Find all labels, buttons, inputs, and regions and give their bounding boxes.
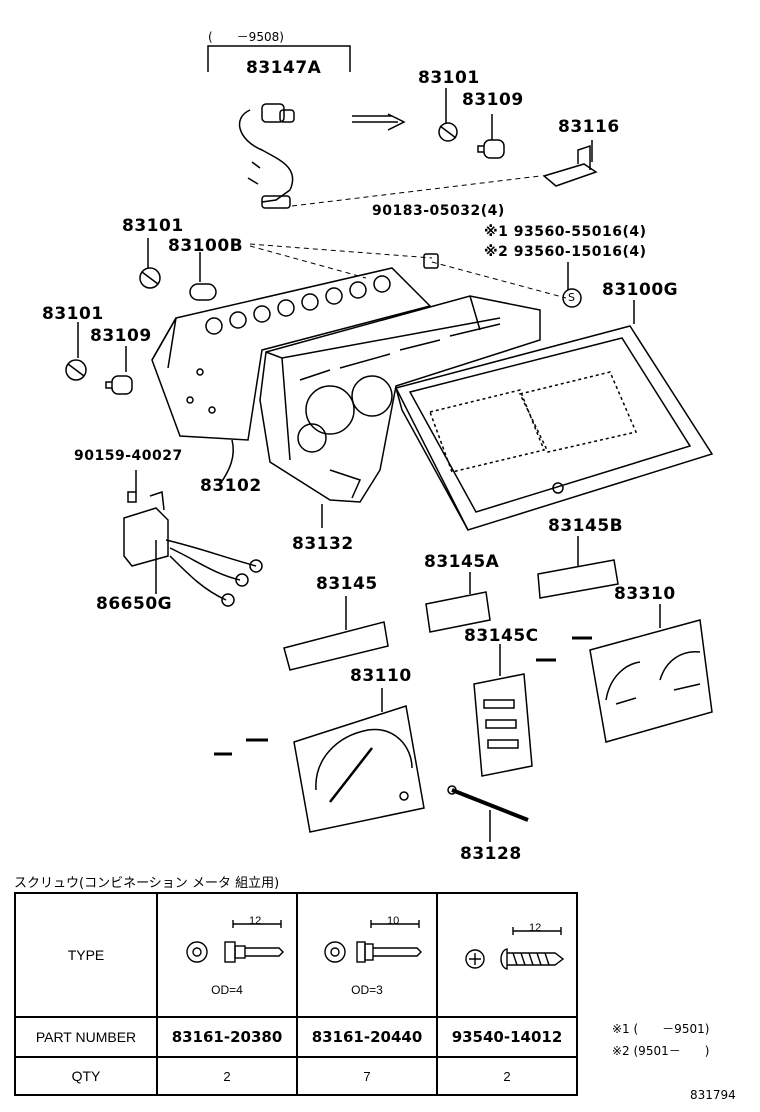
s-circle xyxy=(562,288,582,308)
qty-cell-3: 2 xyxy=(436,1056,578,1096)
part-label-83147A[interactable]: 83147A xyxy=(246,58,322,78)
bolt-90183 xyxy=(423,253,439,269)
plate-83145 xyxy=(283,621,389,671)
range-label-83147A: ( －9508) xyxy=(208,30,284,44)
qty-cell-2: 7 xyxy=(296,1056,438,1096)
plate-83145C xyxy=(473,673,533,777)
type-cell-2: 10 OD=3 xyxy=(296,892,438,1018)
part-label-83100G[interactable]: 83100G xyxy=(602,280,679,300)
type-header: TYPE xyxy=(14,892,158,1018)
socket-83101-left xyxy=(65,359,87,381)
screw-type-3-icon: 12 xyxy=(465,922,565,970)
bulb-83109-top xyxy=(477,139,505,159)
buzzer-86650G xyxy=(123,490,263,607)
plate-83145A xyxy=(425,591,491,633)
screw-table: TYPE 12 OD=4 10 xyxy=(14,892,578,1096)
part-label-90159[interactable]: 90159-40027 xyxy=(74,448,183,464)
glass-83100G xyxy=(394,325,714,531)
part-label-83145A[interactable]: 83145A xyxy=(424,552,500,572)
part-number-header: PART NUMBER xyxy=(14,1016,158,1058)
wire-harness-83147A xyxy=(238,103,295,209)
screw-90159 xyxy=(127,491,137,503)
gauge-83310 xyxy=(589,619,713,743)
part-label-83145C[interactable]: 83145C xyxy=(464,626,539,646)
socket-83101-top xyxy=(438,122,458,142)
part-label-83145B[interactable]: 83145B xyxy=(548,516,624,536)
od-label-2: OD=3 xyxy=(351,982,383,997)
part-label-83101-top[interactable]: 83101 xyxy=(418,68,480,88)
socket-83101-mid xyxy=(139,267,161,289)
part-label-83101-mid[interactable]: 83101 xyxy=(122,216,184,236)
part-number-cell-1[interactable]: 83161-20380 xyxy=(156,1016,298,1058)
screw-type-2-icon: 10 xyxy=(324,915,422,963)
bracket-83116 xyxy=(542,144,598,187)
type-cell-1: 12 OD=4 xyxy=(156,892,298,1018)
note-1: ※1 ( －9501) xyxy=(612,1022,710,1036)
direction-arrow xyxy=(352,113,406,131)
length-label-1: 12 xyxy=(249,915,261,927)
part-label-83101-left[interactable]: 83101 xyxy=(42,304,104,324)
note-2: ※2 (9501－ ) xyxy=(612,1044,710,1058)
bulb-83100B xyxy=(189,283,217,301)
part-label-83145[interactable]: 83145 xyxy=(316,574,378,594)
type-cell-3: 12 xyxy=(436,892,578,1018)
range-bracket xyxy=(207,45,351,72)
part-label-83310[interactable]: 83310 xyxy=(614,584,676,604)
bulb-83109-left xyxy=(105,375,133,395)
part-label-83100B[interactable]: 83100B xyxy=(168,236,244,256)
printed-circuit-83102 xyxy=(151,267,432,441)
screw-table-caption: スクリュウ(コンビネーション メータ 組立用) xyxy=(14,876,280,891)
part-label-93560-55016[interactable]: ※1 93560-55016(4) xyxy=(484,224,647,240)
part-number-cell-3[interactable]: 93540-14012 xyxy=(436,1016,578,1058)
part-label-86650G[interactable]: 86650G xyxy=(96,594,173,614)
length-label-2: 10 xyxy=(387,915,399,927)
part-label-83116[interactable]: 83116 xyxy=(558,117,620,137)
od-label-1: OD=4 xyxy=(211,982,243,997)
part-label-83109-left[interactable]: 83109 xyxy=(90,326,152,346)
speedometer-83110 xyxy=(293,705,425,833)
part-number-cell-2[interactable]: 83161-20440 xyxy=(296,1016,438,1058)
meter-case-83132 xyxy=(259,295,541,503)
part-label-90183[interactable]: 90183-05032(4) xyxy=(372,203,505,219)
part-label-83102[interactable]: 83102 xyxy=(200,476,262,496)
part-label-83110[interactable]: 83110 xyxy=(350,666,412,686)
part-label-83128[interactable]: 83128 xyxy=(460,844,522,864)
part-label-93560-15016[interactable]: ※2 93560-15016(4) xyxy=(484,244,647,260)
part-label-83132[interactable]: 83132 xyxy=(292,534,354,554)
s-mark: S xyxy=(568,291,575,304)
figure-number: 831794 xyxy=(690,1088,736,1102)
qty-header: QTY xyxy=(14,1056,158,1096)
part-label-83109-top[interactable]: 83109 xyxy=(462,90,524,110)
shaft-83128 xyxy=(447,785,529,822)
qty-cell-1: 2 xyxy=(156,1056,298,1096)
length-label-3: 12 xyxy=(529,922,541,934)
screw-type-1-icon: 12 xyxy=(186,915,284,963)
plate-83145B xyxy=(537,559,619,599)
